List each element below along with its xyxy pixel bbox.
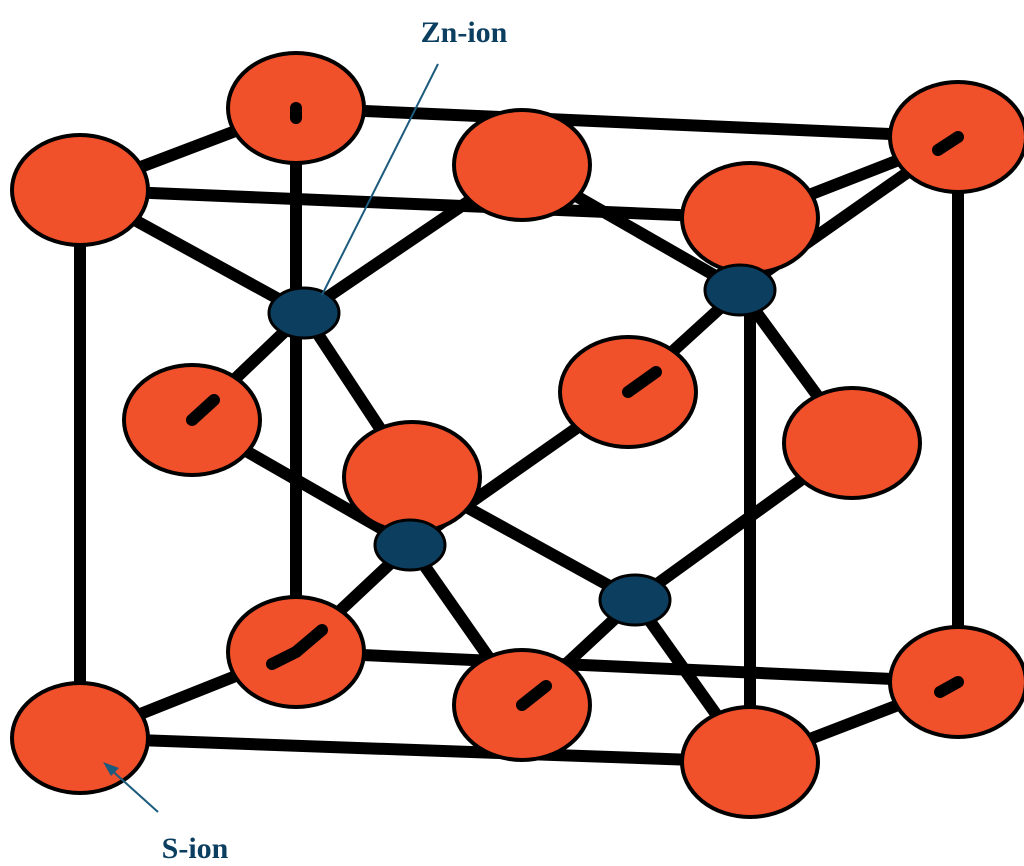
s-ion-pointer-line (107, 766, 159, 813)
zn-ion-label: Zn-ion (421, 16, 508, 49)
zn-ions (267, 263, 777, 627)
s-ion (10, 133, 150, 247)
cell-edge (290, 646, 964, 688)
s-ion (782, 386, 922, 500)
zn-ion (267, 286, 341, 340)
bond (516, 680, 552, 711)
cell-edge (74, 732, 756, 768)
zn-ion (598, 573, 672, 627)
s-ion (680, 705, 820, 819)
zn-ion-pointer-line (321, 63, 439, 296)
s-ion (342, 420, 482, 534)
bond (934, 676, 964, 698)
s-ions (10, 51, 1024, 819)
zn-ion (373, 518, 447, 572)
bond (266, 646, 302, 670)
s-ion-label: S-ion (162, 832, 229, 865)
bond (622, 366, 662, 398)
bond (186, 394, 220, 426)
bond (932, 131, 964, 156)
bond-stubs (186, 102, 964, 711)
cell-edge (74, 184, 756, 224)
s-ion (10, 681, 150, 795)
s-ion (452, 108, 592, 222)
cell-edge (290, 102, 964, 143)
s-ion (680, 161, 820, 275)
zn-ion (703, 263, 777, 317)
s-ion-pointer-arrowhead (103, 762, 119, 776)
